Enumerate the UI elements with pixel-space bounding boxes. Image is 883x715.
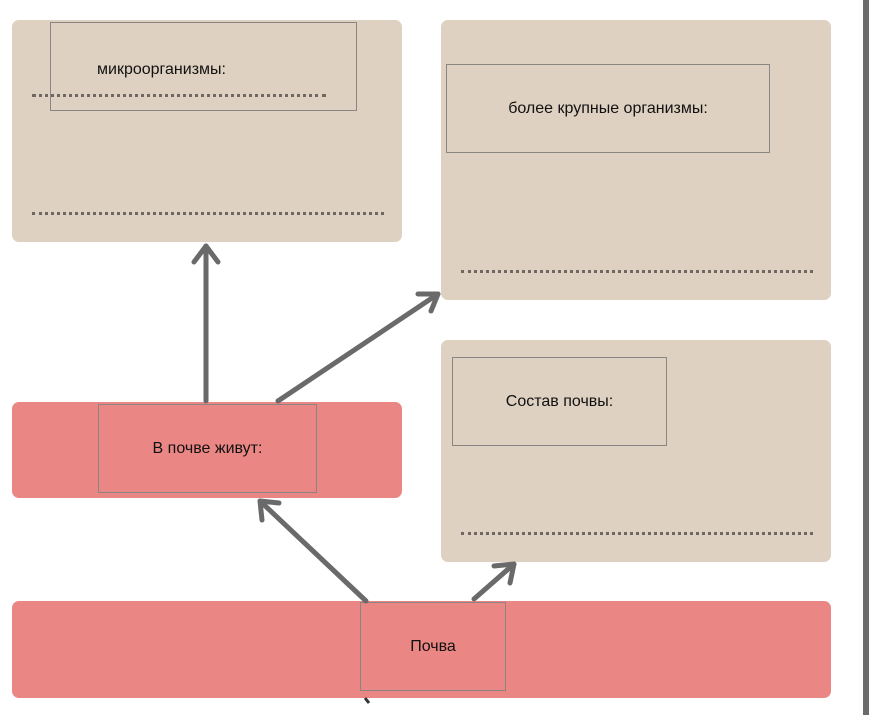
arrowhead-to-live-in-soil [257,498,282,523]
microorganisms-card [12,20,402,242]
microorganisms-answer-line-2[interactable] [32,212,384,215]
larger-organisms-label: более крупные организмы: [446,64,770,153]
soil-label: Почва [360,602,506,691]
arrow-to-soil-composition [471,561,517,602]
arrowhead-to-microorganisms [191,243,221,265]
soil-composition-card [441,340,831,562]
live-in-soil-label: В почве живут: [98,404,317,493]
arrowhead-to-soil-composition [491,561,517,586]
live-in-soil-node [12,402,402,498]
soil-composition-label: Состав почвы: [452,357,667,446]
soil-node [12,601,831,698]
right-edge-rule [863,0,869,715]
microorganisms-answer-line-1[interactable] [32,94,326,97]
bottom-tick [363,697,371,704]
soil-composition-answer-line[interactable] [461,532,813,535]
larger-organisms-card [441,20,831,300]
arrow-to-larger-organisms [275,291,441,404]
arrowhead-to-larger-organisms [415,291,441,314]
arrow-to-live-in-soil [257,498,369,604]
microorganisms-label: микроорганизмы: [50,22,357,111]
larger-organisms-answer-line[interactable] [461,270,813,273]
